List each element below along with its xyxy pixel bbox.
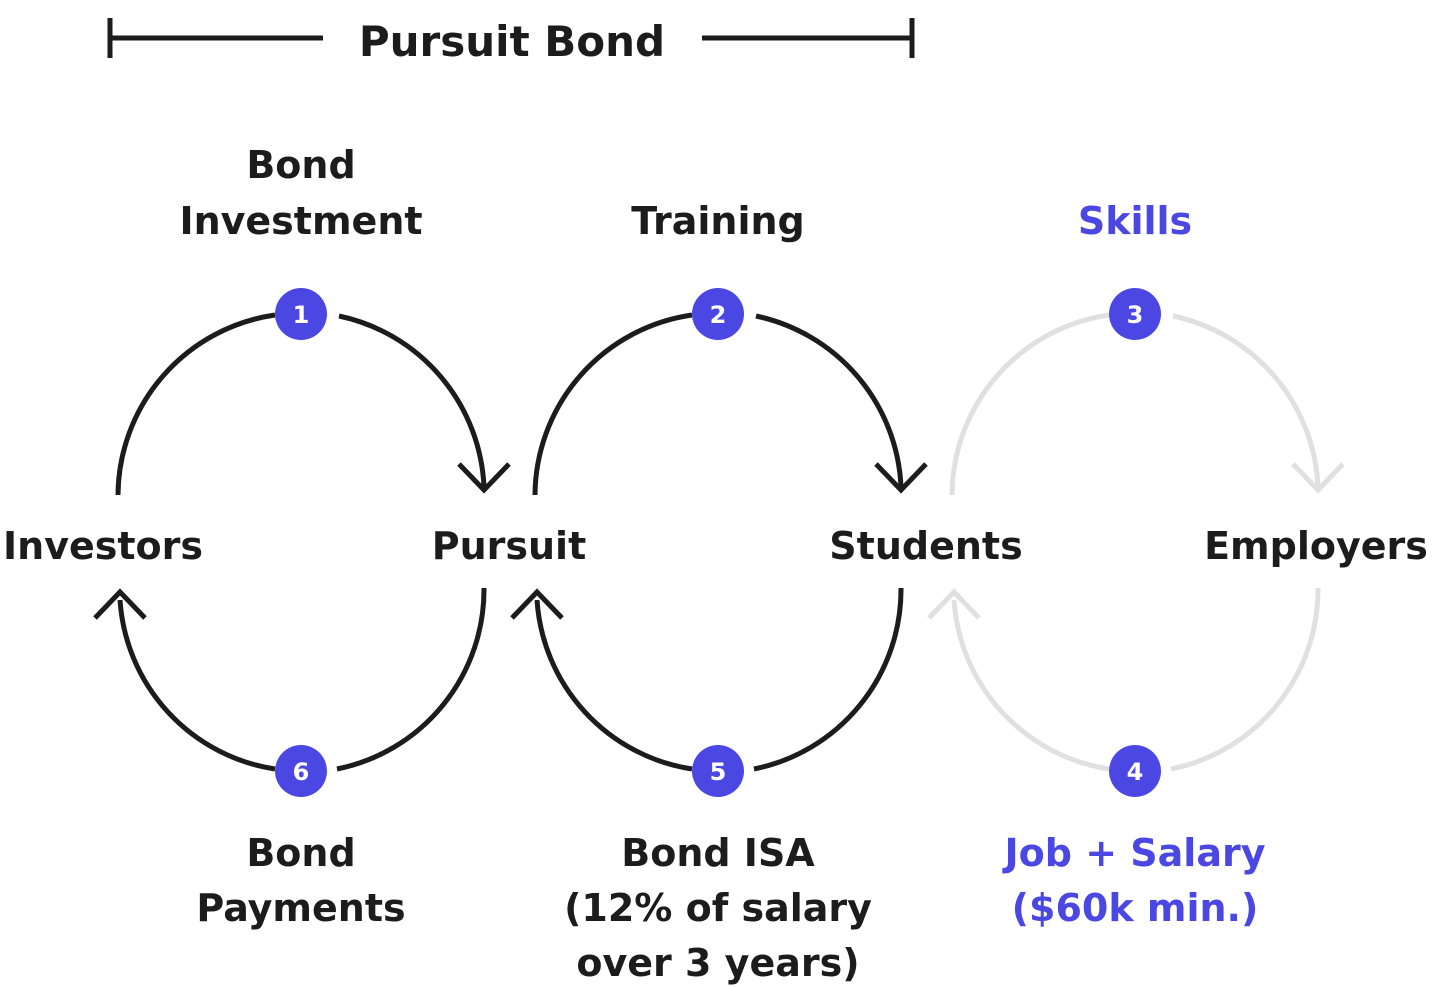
step-6-number: 6: [293, 758, 310, 786]
step-3-number: 3: [1127, 301, 1144, 329]
step-1-number: 1: [293, 301, 310, 329]
step-4-number: 4: [1127, 758, 1144, 786]
step-1-label-line-2: Investment: [179, 199, 422, 243]
node-pursuit: Pursuit: [432, 524, 587, 568]
step-5-badge: 5: [692, 745, 744, 797]
arrowhead-3: [1291, 462, 1345, 494]
arc-4-right: [1170, 587, 1321, 772]
arc-1-left: [115, 312, 276, 496]
step-4-badge: 4: [1109, 745, 1161, 797]
node-investors: Investors: [3, 524, 203, 568]
step-3-badge: 3: [1109, 288, 1161, 340]
arc-4-left: [951, 599, 1110, 772]
step-5-label-line-1: Bond ISA: [621, 831, 815, 875]
arrowhead-6: [93, 588, 147, 620]
step-2-label-line-1: Training: [631, 199, 805, 243]
step-badges: 1 2 3 4 5 6: [275, 288, 1161, 797]
arc-5-right: [753, 587, 904, 772]
flow-arcs: [93, 312, 1345, 772]
step-1-badge: 1: [275, 288, 327, 340]
step-6-label-line-1: Bond: [246, 831, 355, 875]
step-4-label-line-2: ($60k min.): [1012, 886, 1259, 930]
arrowhead-1: [457, 462, 511, 494]
step-6-label-line-2: Payments: [196, 886, 405, 930]
step-5-label-line-2: (12% of salary: [564, 886, 872, 930]
page-title: Pursuit Bond: [359, 17, 665, 66]
node-labels: Investors Pursuit Students Employers: [3, 524, 1428, 568]
arc-3-right: [1172, 313, 1321, 488]
step-2-badge: 2: [692, 288, 744, 340]
step-1-label-line-1: Bond: [246, 143, 355, 187]
step-2-number: 2: [710, 301, 727, 329]
title-bracket: Pursuit Bond: [107, 17, 915, 66]
arrowhead-4: [927, 588, 981, 620]
arc-5-left: [534, 599, 693, 772]
step-5-number: 5: [710, 758, 727, 786]
arc-2-left: [532, 312, 693, 496]
arrowhead-5: [510, 588, 564, 620]
step-6-badge: 6: [275, 745, 327, 797]
step-4-label-line-1: Job + Salary: [1002, 831, 1266, 875]
arc-6-left: [117, 599, 276, 772]
node-employers: Employers: [1204, 524, 1428, 568]
node-students: Students: [829, 524, 1022, 568]
step-labels: Bond Investment Training Skills Bond Pay…: [179, 143, 1265, 985]
step-3-label-line-1: Skills: [1078, 199, 1192, 243]
arc-2-right: [755, 313, 904, 488]
arc-3-left: [949, 312, 1110, 496]
arc-6-right: [336, 587, 487, 772]
arc-1-right: [338, 313, 487, 488]
arrowhead-2: [874, 462, 928, 494]
step-5-label-line-3: over 3 years): [576, 941, 859, 985]
